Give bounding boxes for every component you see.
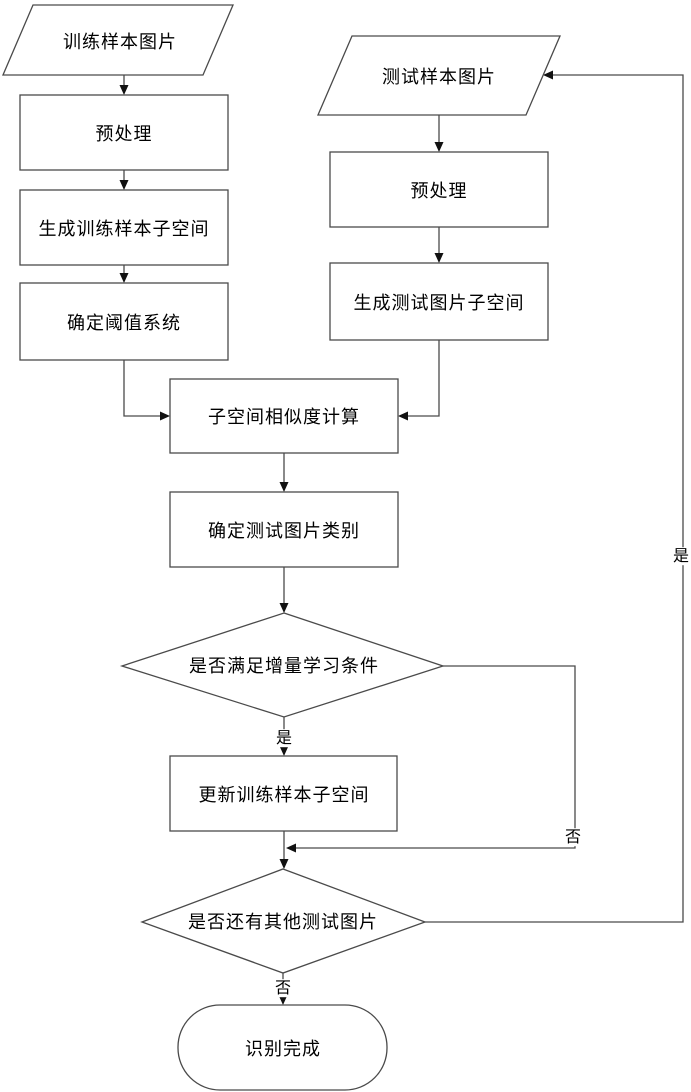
- node-shapes: [2, 4, 561, 1091]
- node-incremental-check: [119, 612, 446, 718]
- node-test-images: [317, 35, 561, 116]
- node-label-preprocess-train: 预处理: [95, 124, 153, 145]
- node-label-incremental-check: 是否满足增量学习条件: [189, 656, 379, 677]
- arrowhead-left-icon: [398, 411, 408, 421]
- arrowhead-down-icon: [434, 142, 444, 152]
- edge-label-incremental-yes: 是: [274, 728, 294, 748]
- node-label-update-subspace: 更新训练样本子空间: [198, 785, 370, 806]
- arrowhead-down-icon: [434, 253, 444, 263]
- node-label-train-images: 训练样本图片: [63, 32, 177, 53]
- arrowhead-left-icon: [543, 70, 553, 80]
- arrowheads: [119, 70, 553, 1005]
- edge-decision1-no: [295, 665, 576, 849]
- edge-label-more-images-yes: 是: [671, 546, 691, 566]
- node-train-images: [2, 4, 234, 76]
- arrowhead-down-icon: [119, 85, 129, 95]
- edge-decision2-yes-loop: [425, 74, 684, 923]
- node-more-images-check: [140, 868, 427, 974]
- node-update-subspace: [169, 755, 398, 832]
- node-label-recognition-done: 识别完成: [245, 1039, 321, 1060]
- node-label-preprocess-test: 预处理: [410, 181, 468, 202]
- node-preprocess-test: [329, 151, 549, 228]
- node-label-determine-threshold: 确定阈值系统: [67, 313, 181, 334]
- edge-label-more-images-no: 否: [273, 978, 293, 998]
- node-label-more-images-check: 是否还有其他测试图片: [188, 912, 378, 933]
- node-label-determine-class: 确定测试图片类别: [208, 521, 360, 542]
- node-determine-class: [169, 491, 399, 568]
- edge-gentest-to-similarity: [407, 340, 440, 417]
- arrowhead-left-icon: [286, 843, 296, 853]
- node-label-similarity: 子空间相似度计算: [208, 407, 360, 428]
- node-preprocess-train: [19, 94, 229, 171]
- arrowhead-down-icon: [279, 603, 289, 613]
- edge-label-incremental-no: 否: [563, 827, 583, 847]
- node-label-gen-train-subspace: 生成训练样本子空间: [38, 219, 210, 240]
- arrowhead-down-icon: [279, 746, 289, 756]
- node-gen-test-subspace: [329, 262, 549, 341]
- arrowhead-down-icon: [279, 859, 289, 869]
- arrowhead-down-icon: [119, 273, 129, 283]
- node-determine-threshold: [19, 282, 229, 361]
- arrowhead-down-icon: [278, 995, 288, 1005]
- node-recognition-done: [177, 1004, 388, 1091]
- arrowhead-down-icon: [279, 482, 289, 492]
- node-label-test-images: 测试样本图片: [382, 67, 496, 88]
- edge-threshold-to-similarity: [123, 360, 161, 417]
- arrowhead-right-icon: [160, 411, 170, 421]
- node-label-gen-test-subspace: 生成测试图片子空间: [353, 293, 525, 314]
- node-similarity: [169, 378, 399, 454]
- node-gen-train-subspace: [19, 189, 229, 266]
- arrowhead-down-icon: [119, 180, 129, 190]
